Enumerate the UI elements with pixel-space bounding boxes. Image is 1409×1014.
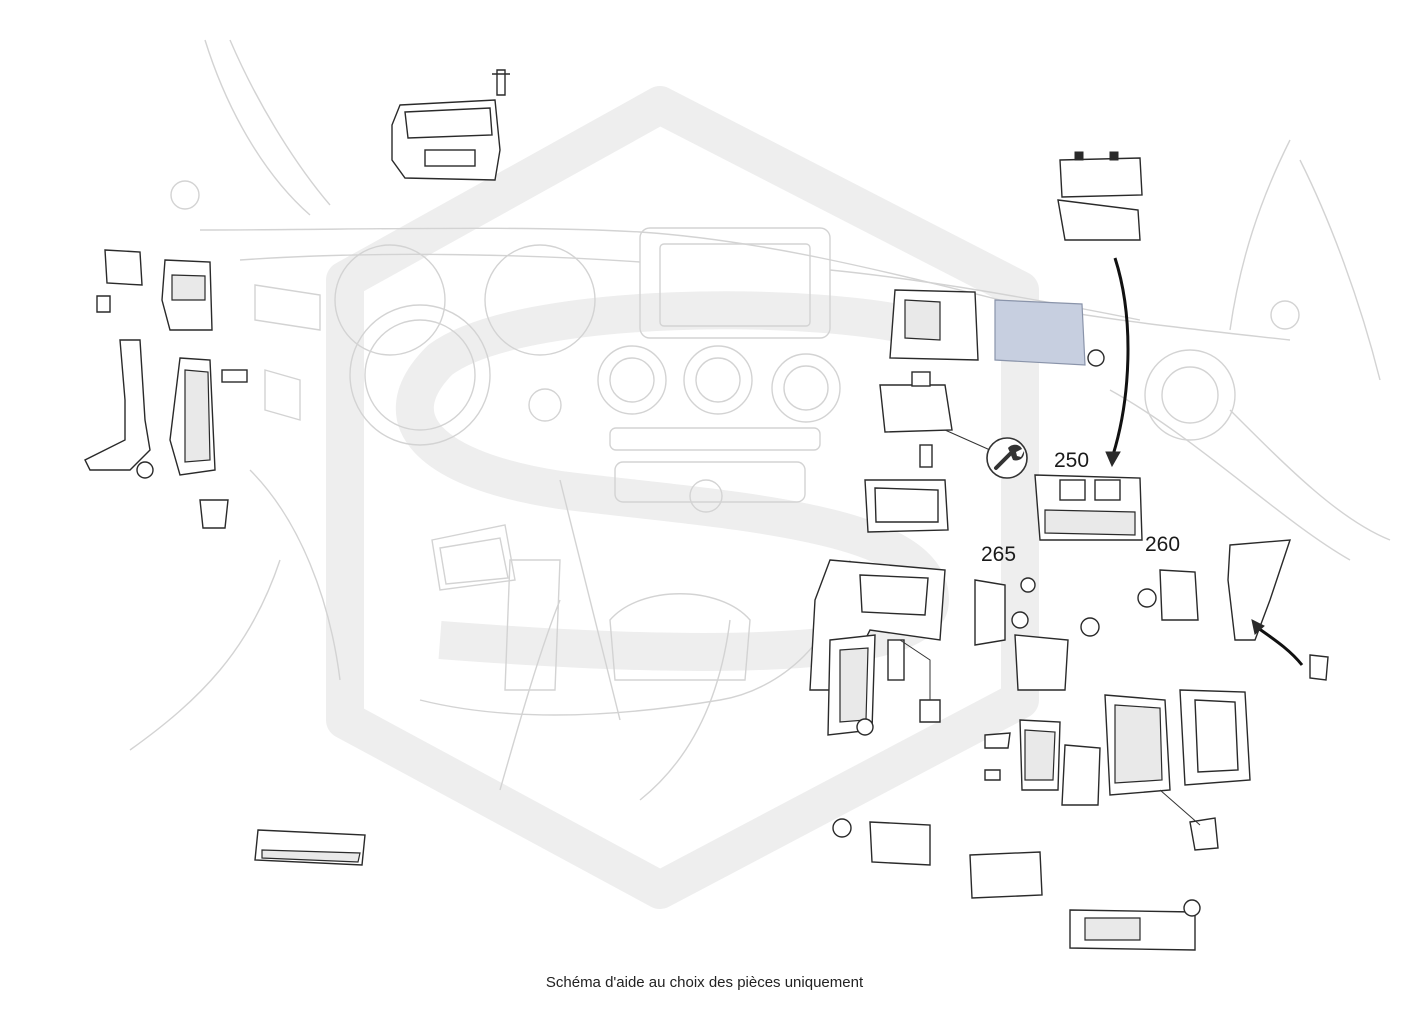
highlighted-module: [994, 299, 1086, 366]
part-250-fuse-module: [1034, 474, 1143, 541]
part-lower-center-bracket: [809, 559, 1100, 736]
pointer-arrow: [1111, 257, 1130, 456]
callout-260: 260: [1145, 533, 1180, 556]
part-bottom-modules: [254, 818, 1201, 951]
part-left-relay-group: [84, 249, 248, 529]
callout-250: 250: [1054, 449, 1089, 472]
part-upper-right-bracket: [1057, 151, 1143, 241]
part-center-modules: [864, 289, 1105, 533]
leader-lines: [944, 257, 1304, 666]
wrench-icon: [986, 437, 1028, 479]
part-upper-control-unit: [391, 69, 510, 181]
diagram-caption: Schéma d'aide au choix des pièces unique…: [545, 974, 864, 991]
dashboard-outline: [129, 39, 1391, 801]
callout-265: 265: [981, 543, 1016, 566]
part-right-fuse-boxes: [984, 539, 1329, 851]
